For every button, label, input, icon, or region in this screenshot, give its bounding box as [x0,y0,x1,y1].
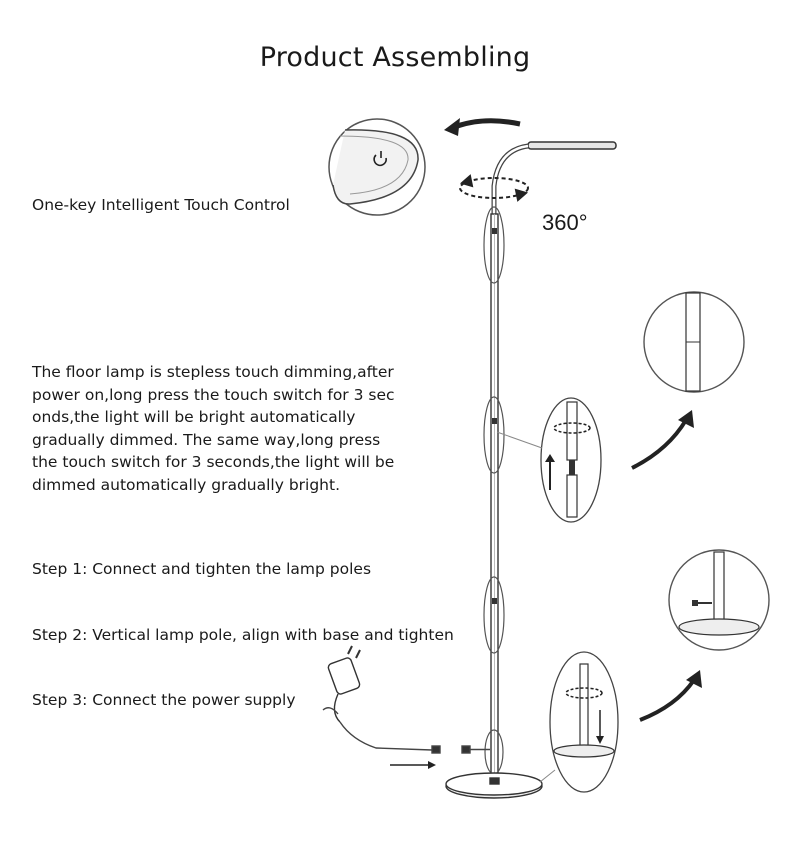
description-line: gradually dimmed. The same way,long pres… [32,430,381,449]
zoom-arrow-icon [639,670,702,722]
description-line: the touch switch for 3 seconds,the light… [32,453,395,471]
rotation-degree-label: 360° [542,210,588,235]
plug-adapter-icon [327,645,361,723]
pole-top-zoom [643,291,745,393]
swing-arrow-icon [444,118,521,136]
step-1-label: Step 1: Connect and tighten the lamp pol… [32,560,372,578]
lamp-base [445,772,543,799]
rotate-arrow-icon [459,174,529,202]
lamp-pole [490,213,499,775]
pole-joint-zoom [540,397,602,523]
description-line: onds,the light will be bright automatica… [32,408,356,426]
zoom-arrow-icon [631,410,694,470]
page-title: Product Assembling [259,42,531,73]
touch-control-zoom [328,118,426,216]
description-line: The floor lamp is stepless touch dimming… [32,363,394,381]
touch-power-icon [373,151,387,167]
touch-control-label: One-key Intelligent Touch Control [32,196,290,214]
insert-arrow-icon [390,761,436,769]
dimming-description: The floor lamp is stepless touch dimming… [32,361,432,496]
lamp-head [491,141,617,215]
power-cable [322,707,490,754]
description-line: power on,long press the touch switch for… [32,385,395,404]
description-line: dimmed automatically gradually bright. [32,475,341,494]
base-joint-zoom [549,651,619,793]
base-connector-zoom [668,549,770,651]
step-3-label: Step 3: Connect the power supply [32,691,296,709]
step-2-label: Step 2: Vertical lamp pole, align with b… [32,626,454,644]
